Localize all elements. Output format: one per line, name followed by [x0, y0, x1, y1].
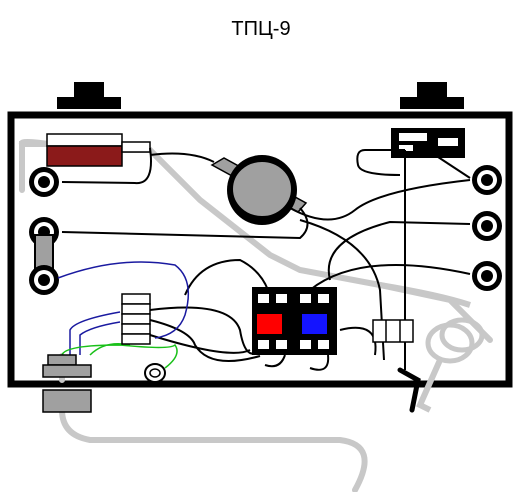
left-push-button[interactable] [57, 82, 121, 109]
fuse-holder [372, 319, 414, 343]
cable-gland [42, 354, 92, 413]
relay-pair [252, 287, 337, 355]
ground-screw [144, 363, 166, 383]
thermostat-disc [210, 155, 308, 225]
mains-cable-coil [425, 317, 485, 364]
jack-left-3[interactable] [29, 265, 59, 295]
blue-wires [57, 261, 190, 355]
diagram-title: ТПЦ-9 [231, 18, 291, 40]
jack-left-1[interactable] [29, 167, 59, 197]
jack-right-3[interactable] [472, 261, 502, 291]
terminal-block [121, 293, 151, 345]
jack-right-2[interactable] [472, 211, 502, 241]
resistor [46, 133, 151, 167]
switch-top-right[interactable] [391, 128, 465, 158]
jack-right-1[interactable] [472, 165, 502, 195]
right-push-button[interactable] [400, 82, 464, 109]
